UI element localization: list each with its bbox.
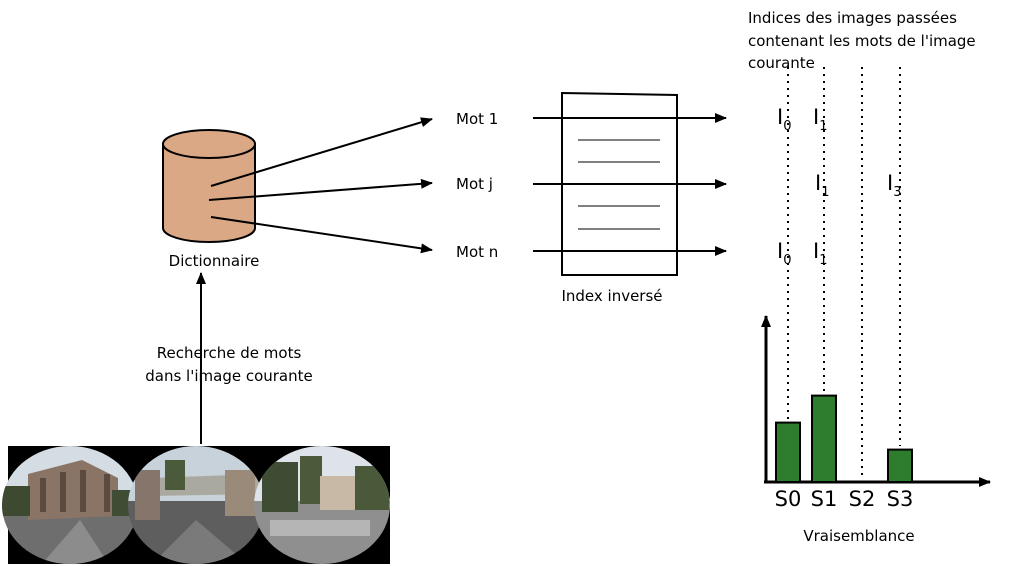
search-label-line2: dans l'image courante (145, 367, 313, 385)
image-ref-index: 1 (821, 185, 829, 200)
svg-text:I0: I0 (777, 105, 791, 134)
image-ref-row-1: I0 I1 (777, 105, 827, 134)
image-ref-index: 0 (783, 119, 791, 134)
image-ref-index: 3 (893, 185, 901, 200)
image-ref-letter: I (777, 239, 783, 263)
inverted-index-label: Index inversé (561, 287, 662, 305)
current-panorama-image (2, 446, 390, 564)
image-ref-index: 0 (783, 253, 791, 268)
image-ref-letter: I (777, 105, 783, 129)
image-ref-row-3: I0 I1 (777, 239, 827, 268)
svg-text:I1: I1 (813, 105, 827, 134)
x-axis-label: Vraisemblance (803, 527, 914, 545)
image-ref-index: 1 (819, 253, 827, 268)
word-1-label: Mot 1 (456, 110, 498, 128)
search-label-line1: Recherche de mots (157, 344, 302, 362)
svg-text:I3: I3 (887, 171, 901, 200)
dictionary-to-wordn-arrow (210, 216, 433, 254)
image-column-guides (787, 67, 901, 480)
tick-label-s1: S1 (811, 487, 838, 511)
image-ref-letter: I (815, 171, 821, 195)
tick-label-s3: S3 (887, 487, 914, 511)
dictionary-database-icon (162, 129, 256, 243)
bar-s3 (887, 448, 913, 484)
dictionary-to-word1-arrow (210, 117, 433, 187)
indices-caption-line3: courante (748, 54, 815, 72)
bar-s0 (775, 421, 801, 484)
svg-text:I0: I0 (777, 239, 791, 268)
word-j-label: Mot j (456, 175, 493, 193)
tick-label-s2: S2 (849, 487, 876, 511)
image-ref-row-2: I1 I3 (815, 171, 901, 200)
image-ref-index: 1 (819, 119, 827, 134)
likelihood-bar-chart: S0 S1 S2 S3 Vraisemblance (761, 315, 991, 545)
word-n-label: Mot n (456, 243, 498, 261)
dictionary-to-wordj-arrow (208, 178, 433, 201)
image-ref-letter: I (887, 171, 893, 195)
dictionary-label: Dictionnaire (169, 252, 260, 270)
tick-label-s0: S0 (775, 487, 802, 511)
indices-caption-line2: contenant les mots de l'image (748, 32, 976, 50)
image-ref-letter: I (813, 239, 819, 263)
image-ref-letter: I (813, 105, 819, 129)
bar-s1 (811, 394, 837, 484)
svg-text:I1: I1 (813, 239, 827, 268)
svg-text:I1: I1 (815, 171, 829, 200)
indices-caption-line1: Indices des images passées (748, 9, 957, 27)
